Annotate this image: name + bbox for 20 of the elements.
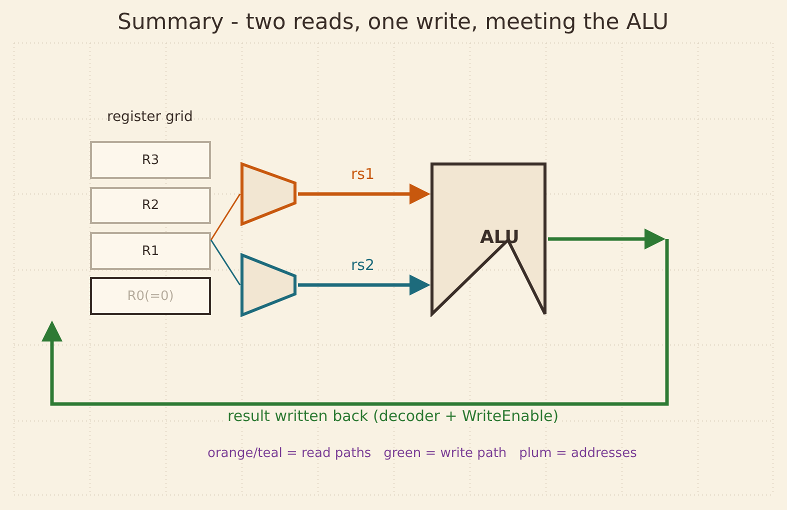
register-box xyxy=(90,187,211,224)
feedback-arrow xyxy=(42,228,669,406)
register-name: R3 xyxy=(142,152,160,168)
register-box xyxy=(90,141,211,179)
register-name: R1 xyxy=(142,244,160,258)
register-box xyxy=(90,277,211,315)
diagram-title: Summary - two reads, one write, meeting the ALU xyxy=(118,10,669,35)
register-box xyxy=(90,232,211,270)
multiplexer-trapezoid xyxy=(240,162,298,226)
alu-shape xyxy=(430,162,548,317)
register-name: R2 xyxy=(142,198,160,213)
arrow xyxy=(298,184,430,204)
register-name: R0(=0) xyxy=(127,288,174,304)
connector-line xyxy=(210,194,241,240)
group-heading: register grid xyxy=(107,109,193,125)
multiplexer-trapezoid xyxy=(240,253,298,317)
connector-line xyxy=(210,240,241,286)
arrow xyxy=(298,274,430,296)
color-key-note: orange/teal = read paths green = write path plum = addresses xyxy=(208,446,637,461)
edge-label: result written back (decoder + WriteEnable) xyxy=(226,407,561,425)
